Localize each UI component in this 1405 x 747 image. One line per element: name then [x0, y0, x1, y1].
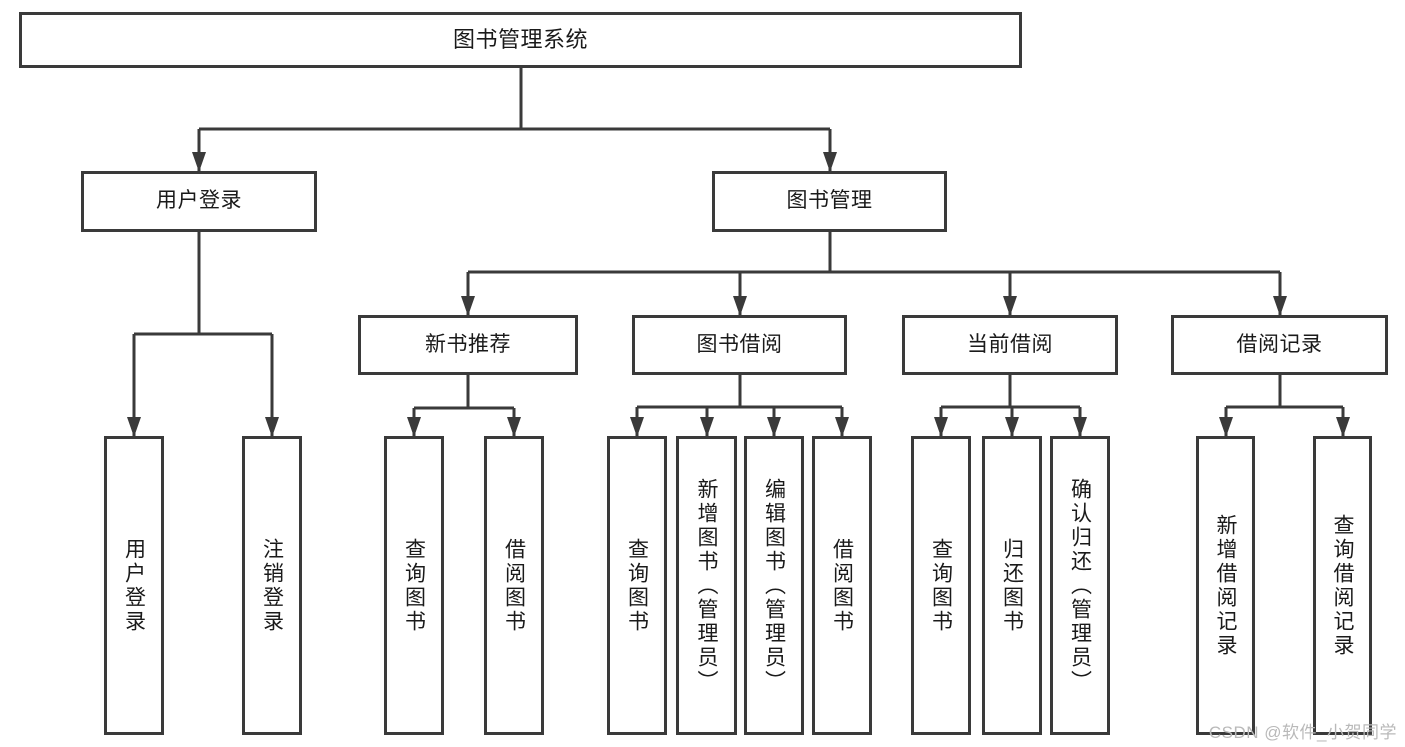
- arrowhead-icon: [407, 417, 421, 437]
- node-leaf-query-book-current[interactable]: 查询图书: [911, 436, 971, 735]
- arrowhead-icon: [507, 417, 521, 437]
- node-label: 新增图书（管理员）: [695, 477, 718, 694]
- arrowhead-icon: [1336, 417, 1350, 437]
- node-label: 查询图书: [402, 537, 426, 634]
- node-label: 图书管理系统: [452, 27, 588, 53]
- node-label: 编辑图书（管理员）: [762, 477, 786, 694]
- node-leaf-query-book-borrow[interactable]: 查询图书: [607, 436, 667, 735]
- node-leaf-return-book[interactable]: 归还图书: [982, 436, 1042, 735]
- node-leaf-query-borrow-record[interactable]: 查询借阅记录: [1313, 436, 1372, 735]
- arrowhead-icon: [700, 417, 714, 437]
- node-current-borrow[interactable]: 当前借阅: [902, 315, 1118, 375]
- node-label: 借阅图书: [502, 537, 526, 634]
- arrowhead-icon: [934, 417, 948, 437]
- node-user-login[interactable]: 用户登录: [81, 171, 317, 232]
- node-label: 新书推荐: [425, 332, 511, 356]
- node-new-book-recommend[interactable]: 新书推荐: [358, 315, 578, 375]
- node-leaf-logout[interactable]: 注销登录: [242, 436, 302, 735]
- arrowhead-icon: [1273, 296, 1287, 316]
- arrowhead-icon: [127, 417, 141, 437]
- node-label: 查询图书: [929, 537, 953, 634]
- node-label: 新增借阅记录: [1214, 513, 1237, 658]
- node-label: 图书借阅: [696, 332, 783, 356]
- node-leaf-borrow-book[interactable]: 借阅图书: [812, 436, 872, 735]
- node-label: 当前借阅: [967, 332, 1053, 356]
- arrowhead-icon: [823, 152, 837, 172]
- node-label: 用户登录: [122, 537, 146, 634]
- arrowhead-icon: [1005, 417, 1019, 437]
- node-leaf-add-book[interactable]: 新增图书（管理员）: [676, 436, 737, 735]
- node-leaf-user-login[interactable]: 用户登录: [104, 436, 164, 735]
- arrowhead-icon: [630, 417, 644, 437]
- arrowhead-icon: [1003, 296, 1017, 316]
- node-leaf-borrow-book-recommend[interactable]: 借阅图书: [484, 436, 544, 735]
- node-leaf-add-borrow-record[interactable]: 新增借阅记录: [1196, 436, 1255, 735]
- node-label: 借阅图书: [830, 537, 854, 634]
- arrowhead-icon: [461, 296, 475, 316]
- node-borrow-record[interactable]: 借阅记录: [1171, 315, 1388, 375]
- arrowhead-icon: [1073, 417, 1087, 437]
- arrowhead-icon: [733, 296, 747, 316]
- arrowhead-icon: [192, 152, 206, 172]
- node-book-borrow[interactable]: 图书借阅: [632, 315, 847, 375]
- node-leaf-query-book-recommend[interactable]: 查询图书: [384, 436, 444, 735]
- node-book-management[interactable]: 图书管理: [712, 171, 947, 232]
- node-label: 图书管理: [786, 189, 873, 213]
- watermark: CSDN @软件_小贺同学: [1208, 723, 1397, 742]
- node-leaf-edit-book[interactable]: 编辑图书（管理员）: [744, 436, 804, 735]
- node-label: 归还图书: [1000, 537, 1024, 634]
- node-label: 用户登录: [156, 189, 242, 213]
- arrowhead-icon: [265, 417, 279, 437]
- node-label: 注销登录: [260, 537, 284, 634]
- arrowhead-icon: [835, 417, 849, 437]
- node-label: 确认归还（管理员）: [1068, 477, 1092, 694]
- arrowhead-icon: [1219, 417, 1233, 437]
- arrowhead-icon: [767, 417, 781, 437]
- node-label: 查询借阅记录: [1331, 513, 1354, 658]
- node-root[interactable]: 图书管理系统: [19, 12, 1022, 68]
- node-leaf-confirm-return[interactable]: 确认归还（管理员）: [1050, 436, 1110, 735]
- node-label: 借阅记录: [1236, 332, 1323, 356]
- node-label: 查询图书: [625, 537, 649, 634]
